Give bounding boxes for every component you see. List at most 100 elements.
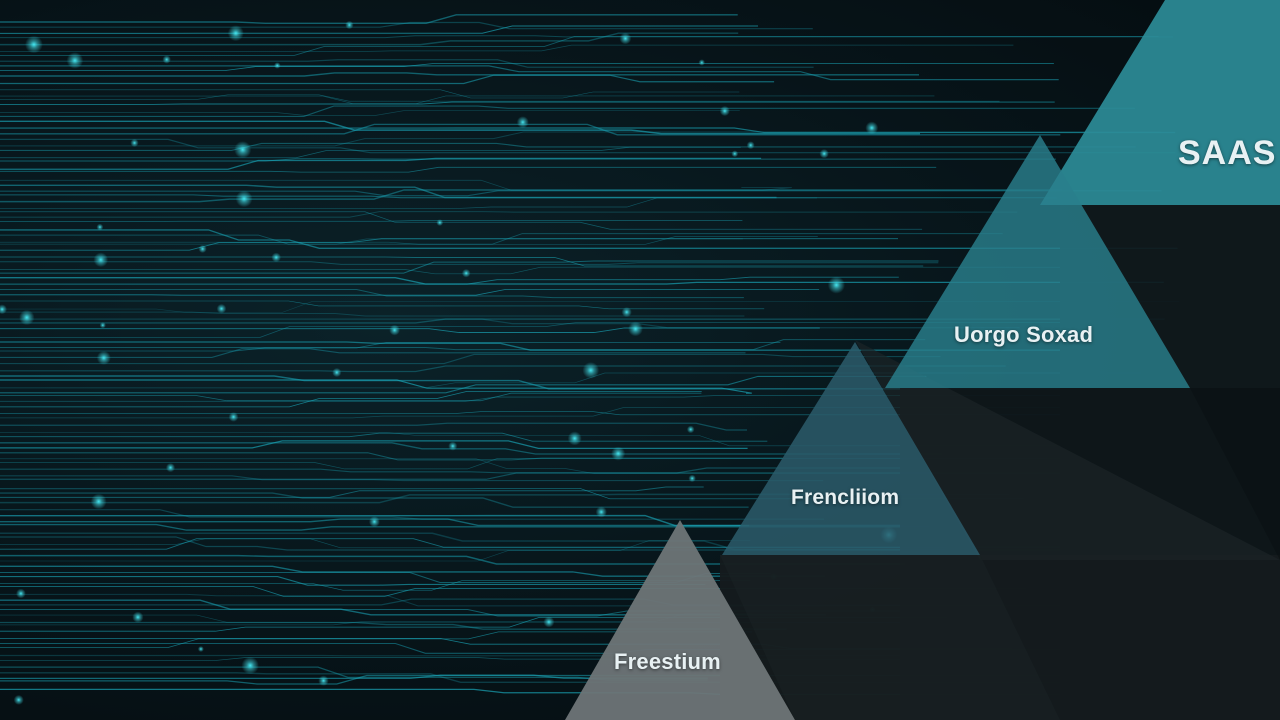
stream-line (0, 571, 771, 584)
stream-line (0, 392, 702, 402)
glow-particle (368, 516, 380, 528)
glow-particle (619, 32, 632, 45)
glow-particle (227, 25, 244, 42)
stream-line (0, 74, 775, 85)
stream-line (0, 493, 1009, 504)
glow-particle (688, 474, 696, 483)
glow-particle (628, 321, 643, 337)
glow-particle (99, 322, 106, 329)
glow-particle (865, 121, 879, 135)
glow-particle (216, 303, 227, 314)
stream-line (0, 631, 753, 648)
tier-label-freestium: Freestium (614, 649, 721, 674)
glow-particle (345, 20, 354, 30)
stream-line (0, 672, 1073, 684)
stream-line (0, 580, 751, 591)
glow-particle (621, 307, 632, 318)
glow-particle (234, 141, 252, 159)
stream-line (0, 219, 743, 223)
stream-line (0, 621, 787, 630)
tier-shadow-right (1190, 388, 1280, 560)
stream-line (0, 442, 943, 455)
stream-line (0, 674, 1173, 685)
stream-line (0, 65, 1059, 81)
glow-particle (93, 252, 109, 268)
stream-line (0, 468, 1069, 474)
stream-line (0, 657, 933, 661)
stream-line (0, 233, 1003, 245)
glow-particle (595, 506, 607, 518)
glow-particle (318, 675, 329, 686)
tier-triangle-freemium (722, 342, 980, 555)
stream-line (0, 536, 1070, 551)
stream-line (0, 35, 1159, 56)
stream-line (0, 289, 744, 299)
stream-line (0, 89, 740, 99)
stream-line (0, 166, 937, 173)
stream-line (0, 211, 1018, 218)
stream-line (0, 179, 792, 191)
stream-line (0, 391, 702, 408)
tier-triangle-freestium (565, 520, 795, 720)
stream-line (0, 452, 783, 461)
stream-line (0, 599, 827, 616)
stream-line (0, 327, 820, 333)
stream-line (0, 123, 1061, 136)
tier-label-saas: SAAS (1178, 134, 1277, 172)
stream-line (0, 261, 939, 265)
stream-line (0, 190, 1162, 197)
stream-line (0, 138, 1176, 154)
glow-particle (198, 244, 207, 253)
glow-particle (731, 150, 739, 158)
glow-particle (686, 425, 695, 434)
glow-particle (241, 656, 259, 675)
stream-line (0, 375, 1061, 390)
tier-label-freemium: Frencliiom (791, 486, 900, 509)
stream-line (0, 131, 1161, 147)
stream-line (0, 395, 1067, 402)
stream-line (0, 475, 824, 482)
glow-particle (16, 588, 26, 599)
stream-line (0, 276, 899, 285)
stream-line (0, 467, 929, 480)
stream-line (0, 184, 777, 199)
stream-line (0, 32, 739, 46)
stream-line (0, 35, 1174, 39)
glow-particle (228, 412, 239, 422)
glow-particle (132, 611, 144, 623)
stream-line (0, 538, 1170, 550)
stream-line (0, 266, 1064, 275)
stream-line (0, 487, 1024, 500)
stream-line (0, 509, 824, 520)
glow-particle (567, 431, 582, 446)
stream-line (0, 211, 923, 230)
stream-line (0, 322, 1065, 338)
glow-particle (25, 35, 43, 54)
stream-line (0, 523, 930, 531)
stream-line (0, 105, 1135, 117)
stream-line (0, 277, 1164, 285)
stream-line (0, 379, 752, 394)
glow-particle (516, 116, 529, 129)
glow-particle (819, 149, 829, 159)
stream-line (0, 565, 826, 577)
stream-line (0, 586, 1026, 597)
glow-particle (66, 52, 84, 69)
stream-line (0, 120, 920, 135)
stream-line (0, 300, 765, 310)
glow-particle (271, 252, 282, 263)
stream-line (0, 288, 820, 296)
stream-line (0, 110, 740, 116)
stream-line (0, 256, 924, 267)
tier-label-usage: Uorgo Soxad (954, 322, 1094, 347)
stream-line (0, 353, 941, 365)
stream-line (0, 341, 781, 352)
stream-line (0, 311, 745, 317)
stream-line (0, 339, 926, 351)
stream-line (0, 617, 947, 632)
glow-particle (746, 141, 755, 150)
stream-line (0, 157, 762, 170)
glow-particle (827, 276, 846, 294)
stream-line (0, 94, 1000, 102)
